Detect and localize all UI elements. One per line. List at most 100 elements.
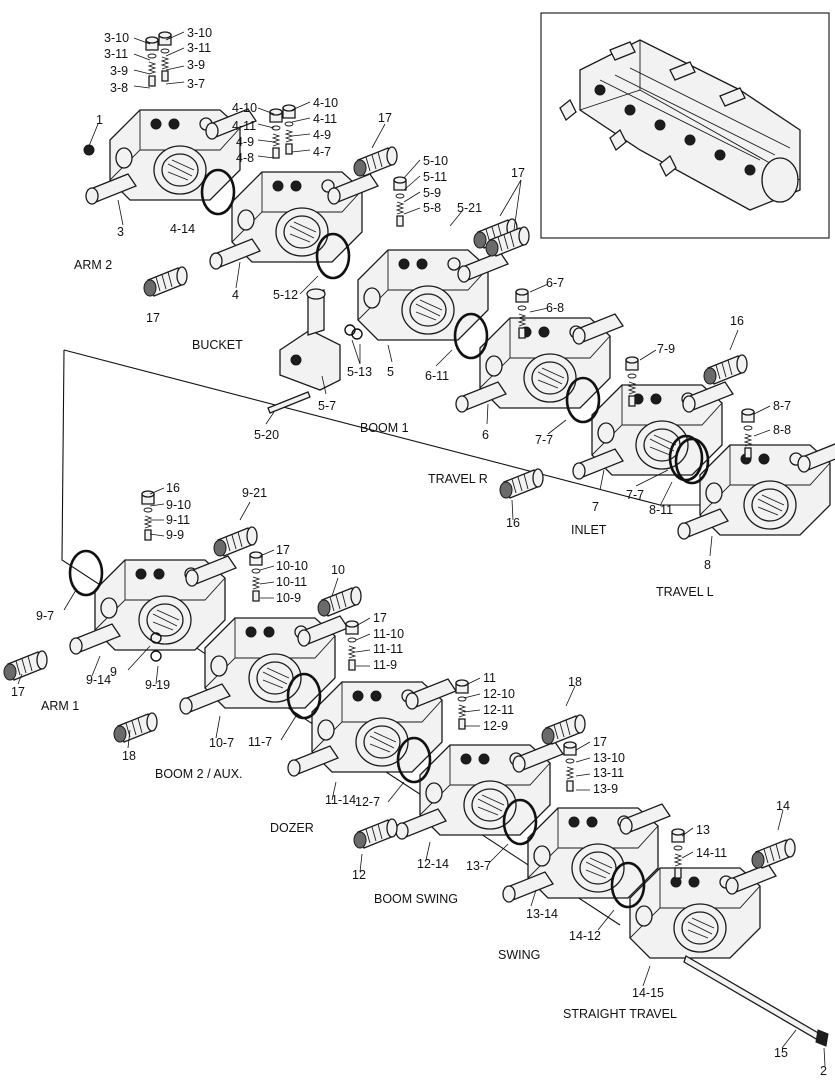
section-boom-1 bbox=[357, 249, 489, 341]
callout: 5-21 bbox=[457, 201, 482, 215]
callout: 12 bbox=[352, 868, 366, 882]
callout: 3-10 bbox=[187, 26, 212, 40]
callout: 5-13 bbox=[347, 365, 372, 379]
callout: 5-11 bbox=[423, 170, 447, 184]
oring-7-7 bbox=[565, 376, 601, 424]
callout: 5 bbox=[387, 365, 394, 379]
callout: 6-7 bbox=[546, 276, 564, 290]
callout: 9-10 bbox=[166, 498, 191, 512]
oring-6-11 bbox=[453, 312, 489, 360]
callout: 3-11 bbox=[104, 47, 128, 61]
callout: 4-7 bbox=[313, 145, 331, 159]
callout: 17 bbox=[146, 311, 160, 325]
oring-5-12 bbox=[315, 232, 351, 280]
callout: 8-11 bbox=[649, 503, 673, 517]
label-bucket: BUCKET bbox=[192, 338, 243, 352]
callout: 17 bbox=[11, 685, 25, 699]
label-travel-l: TRAVEL L bbox=[656, 585, 714, 599]
bolt-5-20 bbox=[267, 391, 311, 414]
label-travel-r: TRAVEL R bbox=[428, 472, 488, 486]
oring-9-14 bbox=[68, 549, 104, 597]
callout: 3-11 bbox=[187, 41, 211, 55]
callout: 17 bbox=[373, 611, 387, 625]
callout: 4-10 bbox=[313, 96, 338, 110]
callout: 8 bbox=[704, 558, 711, 572]
callout: 9-19 bbox=[145, 678, 170, 692]
callout: 11-7 bbox=[248, 735, 272, 749]
oring-12-14 bbox=[396, 736, 432, 784]
callout: 6 bbox=[482, 428, 489, 442]
callout: 3-8 bbox=[110, 81, 128, 95]
callout: 5-10 bbox=[423, 154, 448, 168]
label-inlet: INLET bbox=[571, 523, 607, 537]
callout: 3-7 bbox=[187, 77, 205, 91]
callout: 4-9 bbox=[236, 135, 254, 149]
oring-4-14 bbox=[200, 168, 236, 216]
callout: 13-9 bbox=[593, 782, 618, 796]
callout: 12-14 bbox=[417, 857, 449, 871]
callout: 9-7 bbox=[36, 609, 54, 623]
oring-14-15 bbox=[610, 861, 646, 909]
callout: 12-9 bbox=[483, 719, 508, 733]
callout: 17 bbox=[593, 735, 607, 749]
oring-8-11-b bbox=[674, 437, 710, 485]
callout: 4-11 bbox=[313, 112, 337, 126]
callout: 4 bbox=[232, 288, 239, 302]
callout: 11-11 bbox=[373, 642, 403, 656]
oring-11-14 bbox=[286, 672, 322, 720]
callout: 5-8 bbox=[423, 201, 441, 215]
callout: 17 bbox=[378, 111, 392, 125]
callout: 13-14 bbox=[526, 907, 558, 921]
callout: 17 bbox=[511, 166, 525, 180]
callout: 16 bbox=[730, 314, 744, 328]
callout: 14 bbox=[776, 799, 790, 813]
callout: 4-14 bbox=[170, 222, 195, 236]
callout: 7-9 bbox=[657, 342, 675, 356]
callout: 6-8 bbox=[546, 301, 564, 315]
nut-1-upper bbox=[83, 144, 95, 156]
callout: 10-10 bbox=[276, 559, 308, 573]
oring-13-14 bbox=[502, 798, 538, 846]
callout: 13-7 bbox=[466, 859, 491, 873]
callout: 10 bbox=[331, 563, 345, 577]
leader-lines bbox=[17, 31, 826, 1067]
callout: 7 bbox=[592, 500, 599, 514]
label-boom-1: BOOM 1 bbox=[360, 421, 409, 435]
callout: 3-9 bbox=[110, 64, 128, 78]
callout: 12-11 bbox=[483, 703, 514, 717]
callout: 9-11 bbox=[166, 513, 190, 527]
callout: 15 bbox=[774, 1046, 788, 1060]
label-straight-travel: STRAIGHT TRAVEL bbox=[563, 1007, 677, 1021]
tie-rod-2 bbox=[683, 955, 821, 1041]
assembled-valve-view bbox=[559, 39, 801, 211]
callout: 9-9 bbox=[166, 528, 184, 542]
callout: 3 bbox=[117, 225, 124, 239]
callout: 16 bbox=[166, 481, 180, 495]
label-boom-2-aux: BOOM 2 / AUX. bbox=[155, 767, 243, 781]
callout: 12-7 bbox=[355, 795, 380, 809]
callout: 13-11 bbox=[593, 766, 624, 780]
boom-holding-valve bbox=[279, 288, 341, 391]
callout: 7-7 bbox=[535, 433, 553, 447]
callout: 1 bbox=[96, 113, 103, 127]
callout: 9-21 bbox=[242, 486, 267, 500]
callout: 5-9 bbox=[423, 186, 441, 200]
label-arm-2: ARM 2 bbox=[74, 258, 112, 272]
callout: 4-11 bbox=[232, 119, 256, 133]
callout: 10-11 bbox=[276, 575, 307, 589]
callout: 11-14 bbox=[325, 793, 356, 807]
callout: 11 bbox=[483, 671, 496, 685]
callout: 5-12 bbox=[273, 288, 298, 302]
callout: 4-9 bbox=[313, 128, 331, 142]
label-dozer: DOZER bbox=[270, 821, 314, 835]
callout: 14-15 bbox=[632, 986, 664, 1000]
callout: 8-8 bbox=[773, 423, 791, 437]
callout: 9 bbox=[110, 665, 117, 679]
callout: 10-7 bbox=[209, 736, 234, 750]
callout: 13-10 bbox=[593, 751, 625, 765]
callout: 3-10 bbox=[104, 31, 129, 45]
callout: 6-11 bbox=[425, 369, 449, 383]
inset-frame bbox=[540, 12, 830, 239]
callout: 10-9 bbox=[276, 591, 301, 605]
